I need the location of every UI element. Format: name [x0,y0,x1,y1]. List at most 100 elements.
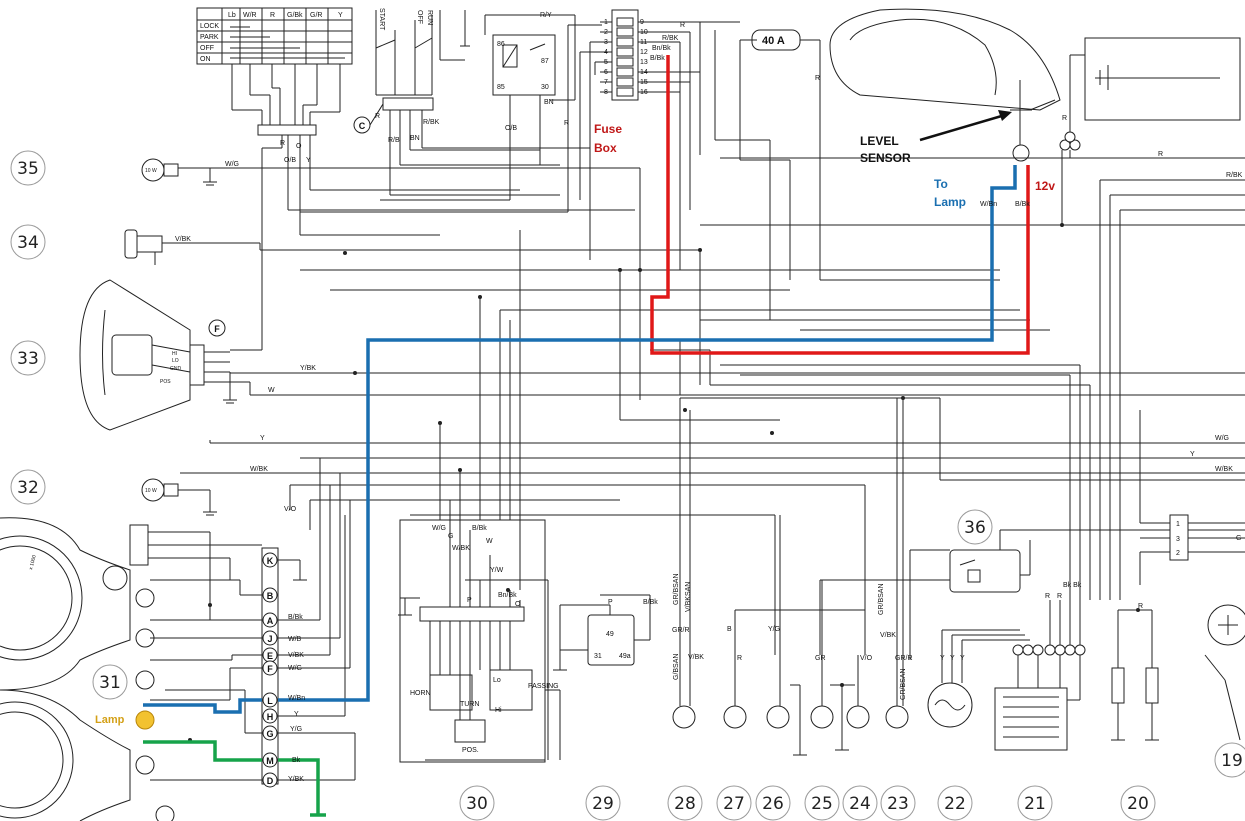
component-28-label: 28 [674,794,696,814]
connector-d-label: D [267,776,274,786]
svg-text:O: O [296,143,302,150]
blue-lamp-wire [278,165,1017,702]
green-ground-wire-right [278,758,320,815]
component-24-label: 24 [849,794,871,814]
svg-text:12: 12 [640,49,648,56]
fuse-box-label-line2: Box [594,141,617,155]
svg-text:W/Bn: W/Bn [288,695,305,702]
svg-text:W/G: W/G [288,665,302,672]
relay29-49-label: 49 [606,631,614,638]
svg-text:R: R [280,140,285,147]
svg-text:9: 9 [640,19,644,26]
table-header-r: R [270,12,275,19]
component-23-label: 23 [887,794,909,814]
switch-horn-label: HORN [410,690,431,697]
svg-text:Y/G: Y/G [768,626,780,633]
svg-text:B: B [727,626,732,633]
svg-text:4: 4 [604,49,608,56]
key-off-label: OFF [416,10,423,24]
svg-text:GR/R: GR/R [672,627,690,634]
black-wires [0,7,1245,821]
connector-b-label: B [267,591,274,601]
svg-text:6: 6 [604,69,608,76]
svg-text:G: G [1236,535,1241,542]
table-header-gr: G/R [310,12,322,19]
fuse-box-label-line1: Fuse [594,122,622,136]
red-12v-wire [650,55,1030,355]
svg-text:Bk: Bk [292,757,301,764]
connector-h-label: H [267,712,274,722]
switch-lo-label: Lo [493,677,501,684]
switch-passing-label: PASSING [528,683,559,690]
svg-text:W/BK: W/BK [1215,466,1233,473]
svg-text:W: W [486,538,493,545]
svg-text:V/BK: V/BK [288,652,304,659]
svg-text:Y/G: Y/G [290,726,302,733]
svg-text:Y: Y [306,157,311,164]
svg-text:W/G: W/G [225,161,239,168]
svg-text:B/Bk: B/Bk [650,55,665,62]
connector-k-label: K [267,556,274,566]
green-ground-wire [143,740,262,762]
right-connector-pin-1: 1 [1176,521,1180,528]
svg-text:5: 5 [604,59,608,66]
svg-text:V/BKSAN: V/BKSAN [685,582,692,612]
svg-text:R: R [1158,151,1163,158]
svg-text:R/B: R/B [388,137,400,144]
twelve-volt-label: 12v [1035,179,1055,193]
svg-text:W/G: W/G [432,525,446,532]
svg-text:8: 8 [604,89,608,96]
table-row-lock: LOCK [200,23,219,30]
connector-j-label: J [267,634,272,644]
relay-pin-30: 30 [541,84,549,91]
connector-m-label: M [266,756,274,766]
headlamp-pos-label: POS [160,379,171,385]
junction-dots [188,223,1140,742]
svg-text:R/BK: R/BK [423,119,440,126]
svg-text:R: R [1062,115,1067,122]
svg-text:14: 14 [640,69,648,76]
svg-text:V/BK: V/BK [880,632,896,639]
level-sensor-label-line2: SENSOR [860,151,911,165]
svg-text:Y: Y [960,655,965,662]
svg-text:B/Bk: B/Bk [643,599,658,606]
svg-text:Y: Y [950,655,955,662]
svg-text:B/Bk: B/Bk [472,525,487,532]
svg-text:Y: Y [940,655,945,662]
level-sensor-arrowhead [998,110,1012,121]
svg-text:Y/BK: Y/BK [300,365,316,372]
relay-pin-85: 85 [497,84,505,91]
svg-text:3: 3 [604,39,608,46]
component-22-label: 22 [944,794,966,814]
svg-text:Bk Bk: Bk Bk [1063,582,1082,589]
connector-a-label: A [267,616,274,626]
svg-text:R: R [737,655,742,662]
svg-text:P: P [467,597,472,604]
svg-text:G/BSAN: G/BSAN [673,654,680,680]
switch-turn-label: TURN [460,701,479,708]
right-connector-pin-3: 3 [1176,536,1180,543]
key-start-label: START [378,8,385,31]
svg-text:16: 16 [640,89,648,96]
table-row-park: PARK [200,34,219,41]
switch-pos-label: POS. [462,747,479,754]
svg-text:R: R [815,75,820,82]
svg-text:GR/R: GR/R [895,655,913,662]
to-lamp-label-line2: Lamp [934,195,966,209]
svg-text:P: P [608,599,613,606]
connector-e-label: E [267,651,273,661]
headlamp-hi-label: HI [172,351,177,357]
switch-hi-label: Hi [495,707,502,714]
svg-text:R/Y: R/Y [540,12,552,19]
headlamp-gnd-label: GND [170,366,182,372]
svg-text:1: 1 [604,19,608,26]
component-33-label: 33 [17,349,39,369]
svg-text:W/Bn: W/Bn [980,201,997,208]
svg-text:BN: BN [544,99,554,106]
table-header-y: Y [338,12,343,19]
svg-text:11: 11 [640,39,647,46]
relay29-49a-label: 49a [619,653,631,660]
svg-text:GR/BSAN: GR/BSAN [878,583,885,615]
relay-pin-87: 87 [541,58,549,65]
